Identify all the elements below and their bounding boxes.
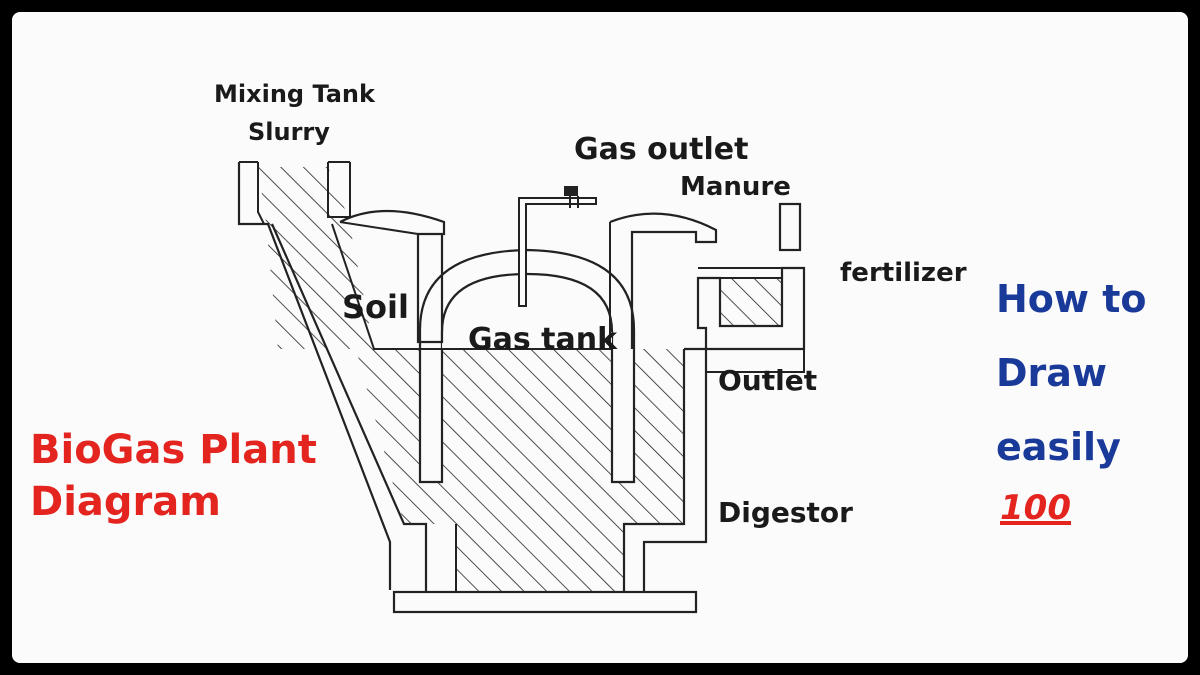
label-manure: Manure [680, 172, 791, 202]
side-text-line-3: easily [996, 425, 1121, 469]
side-text-line-1: How to [996, 277, 1147, 321]
side-text-line-2: Draw [996, 351, 1108, 395]
label-outlet: Outlet [718, 364, 818, 397]
manure-box [778, 202, 802, 252]
label-fertilizer: fertilizer [840, 258, 967, 288]
gas-valve-icon [564, 186, 578, 196]
outlet-channel [684, 266, 806, 351]
biogas-plant-diagram [237, 161, 806, 614]
label-gas-outlet: Gas outlet [574, 132, 749, 167]
canvas: Mixing Tank Slurry Gas outlet Manure fer… [12, 12, 1188, 663]
right-cap [609, 212, 718, 349]
label-gas-tank: Gas tank [468, 322, 618, 357]
label-slurry: Slurry [248, 118, 330, 146]
gas-outlet-pipe [518, 197, 597, 307]
gas-tank-dome [418, 248, 636, 484]
base-platform [392, 590, 698, 614]
label-mixing-tank: Mixing Tank [214, 80, 375, 108]
label-digestor: Digestor [718, 496, 853, 529]
hundred-emoji-icon: 100 [1000, 488, 1071, 528]
mixing-tank-outer-wall [237, 162, 392, 590]
inlet-slurry [258, 167, 374, 349]
outlet-slurry [719, 277, 783, 327]
title-line-2: Diagram [30, 479, 221, 525]
label-soil: Soil [342, 288, 409, 326]
mixing-tank-inner-wall [257, 162, 265, 225]
digester-right-wall [622, 349, 686, 592]
title-line-1: BioGas Plant [30, 427, 317, 473]
